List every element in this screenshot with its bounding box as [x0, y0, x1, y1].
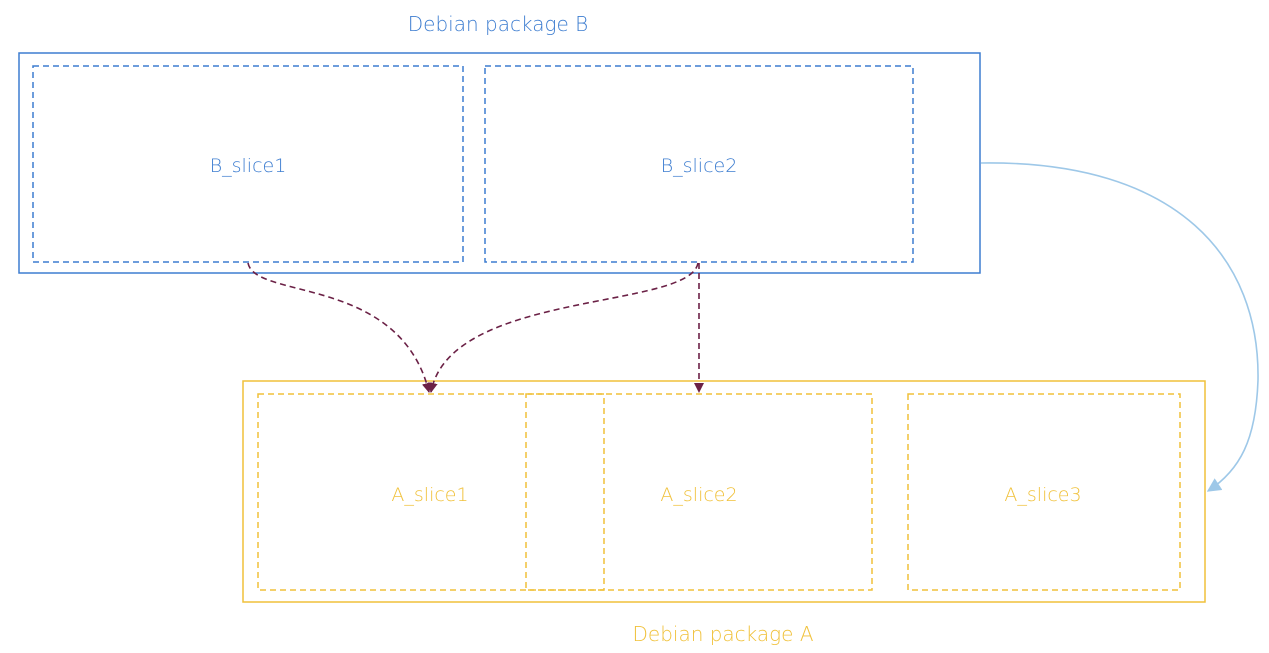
package-b-box: [18, 52, 981, 274]
a-slice1-box: [257, 393, 605, 591]
b-slice1-label: B_slice1: [210, 155, 287, 177]
a-slice3-box: [907, 393, 1181, 591]
a-slice3-label: A_slice3: [1004, 484, 1081, 506]
edge-package-b-to-package-a: [980, 162, 1259, 492]
package-a-box: [242, 380, 1206, 603]
b-slice2-box: [484, 65, 914, 263]
a-slice2-label: A_slice2: [660, 484, 737, 506]
package-b-title: Debian package B: [408, 12, 588, 36]
package-a-title: Debian package A: [632, 622, 813, 646]
edge-b-slice2-to-a-slice1: [427, 262, 699, 393]
a-slice2-box: [525, 393, 873, 591]
b-slice1-box: [32, 65, 464, 263]
edge-b-slice1-to-a-slice1: [247, 262, 432, 393]
a-slice1-label: A_slice1: [391, 484, 468, 506]
b-slice2-label: B_slice2: [661, 155, 738, 177]
